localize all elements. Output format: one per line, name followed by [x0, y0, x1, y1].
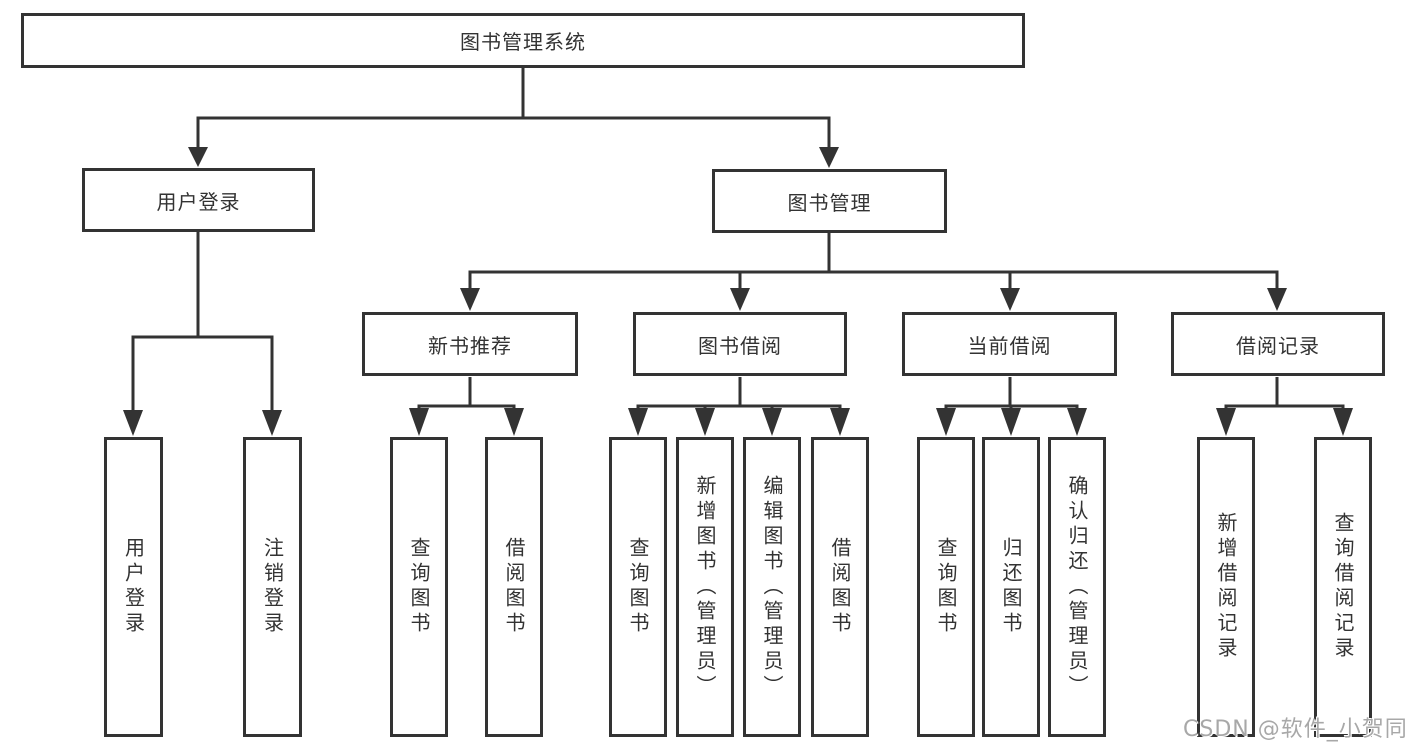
node-book-borrow: 图书借阅 [633, 312, 847, 376]
arrowhead [762, 408, 782, 436]
leaf-borrow-books: 借阅图书 [485, 437, 543, 737]
arrowhead [1001, 408, 1021, 436]
connector-group-rail [1224, 404, 1345, 410]
arrowhead [1000, 288, 1020, 311]
node-root: 图书管理系统 [21, 13, 1025, 68]
arrowhead [1216, 408, 1236, 436]
node-current-borrow: 当前借阅 [902, 312, 1117, 376]
node-book-management: 图书管理 [712, 169, 947, 233]
leaf-return-books: 归还图书 [982, 437, 1040, 737]
watermark: CSDN @软件_小贺同学 [1183, 717, 1405, 742]
connector-bookmgmt-rail [468, 270, 1279, 290]
leaf-query-books: 查询图书 [390, 437, 448, 737]
arrowhead [1067, 408, 1087, 436]
arrowhead [819, 147, 839, 168]
leaf-query-books: 查询图书 [917, 437, 975, 737]
connector-level1-rail [196, 116, 831, 148]
arrowhead [1333, 408, 1353, 436]
arrowhead [695, 408, 715, 436]
leaf-user-login: 用户登录 [104, 437, 163, 737]
leaf-add-borrow-record: 新增借阅记录 [1197, 437, 1255, 737]
arrowhead [188, 147, 208, 167]
arrowhead [730, 288, 750, 311]
arrowhead [504, 408, 524, 436]
arrowhead [936, 408, 956, 436]
connector-userlogin-rail [131, 335, 274, 412]
arrowhead [460, 288, 480, 311]
connector-group-rail [417, 404, 516, 410]
leaf-confirm-return-admin: 确认归还（管理员） [1048, 437, 1106, 737]
leaf-logout: 注销登录 [243, 437, 302, 737]
leaf-query-books: 查询图书 [609, 437, 667, 737]
arrowhead [1267, 288, 1287, 311]
node-new-book-recommend: 新书推荐 [362, 312, 578, 376]
leaf-query-borrow-record: 查询借阅记录 [1314, 437, 1372, 737]
node-user-login: 用户登录 [82, 168, 315, 232]
arrowhead [628, 408, 648, 436]
leaf-add-books-admin: 新增图书（管理员） [676, 437, 734, 737]
arrowhead [123, 410, 143, 436]
arrowhead [409, 408, 429, 436]
leaf-borrow-books: 借阅图书 [811, 437, 869, 737]
node-borrow-records: 借阅记录 [1171, 312, 1385, 376]
leaf-edit-books-admin: 编辑图书（管理员） [743, 437, 801, 737]
arrowhead [830, 408, 850, 436]
arrowhead [262, 410, 282, 436]
connector-group-rail [636, 404, 842, 410]
